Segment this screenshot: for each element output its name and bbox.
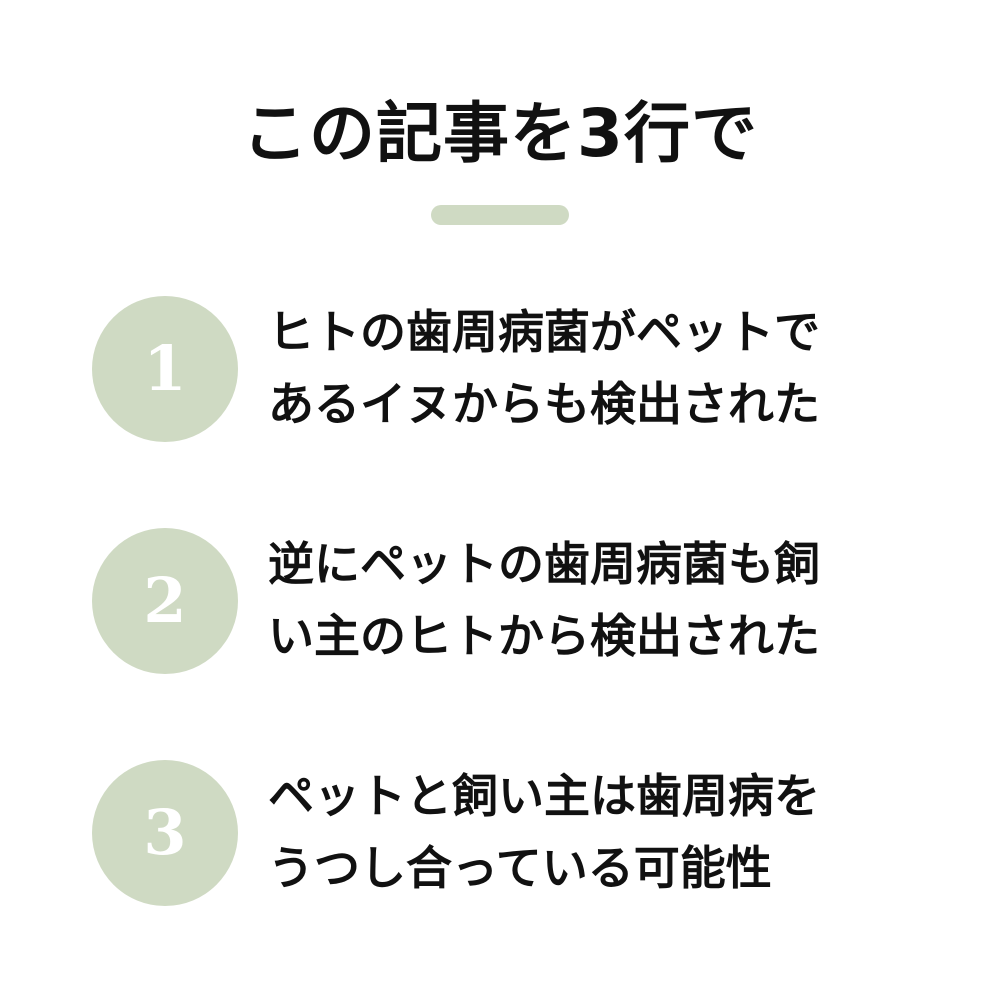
summary-text: 逆にペットの歯周病菌も飼 い主のヒトから検出された — [268, 528, 968, 672]
summary-line: ヒトの歯周病菌がペットで — [268, 305, 820, 359]
summary-item-3: 3 ペットと飼い主は歯周病を うつし合っている可能性 — [92, 760, 972, 906]
number-label: 1 — [143, 332, 187, 405]
summary-text: ヒトの歯周病菌がペットで あるイヌからも検出された — [268, 296, 968, 440]
summary-line: あるイヌからも検出された — [268, 377, 820, 431]
number-label: 2 — [143, 564, 187, 637]
number-badge: 3 — [92, 760, 238, 906]
number-label: 3 — [143, 796, 187, 869]
summary-line: い主のヒトから検出された — [268, 609, 820, 663]
number-badge: 2 — [92, 528, 238, 674]
page-title: この記事を3行で — [242, 95, 758, 172]
summary-item-1: 1 ヒトの歯周病菌がペットで あるイヌからも検出された — [92, 296, 972, 442]
title-underline — [431, 205, 569, 225]
summary-line: うつし合っている可能性 — [268, 841, 772, 895]
summary-item-2: 2 逆にペットの歯周病菌も飼 い主のヒトから検出された — [92, 528, 972, 674]
number-badge: 1 — [92, 296, 238, 442]
summary-line: 逆にペットの歯周病菌も飼 — [268, 537, 820, 591]
summary-line: ペットと飼い主は歯周病を — [268, 769, 820, 823]
summary-text: ペットと飼い主は歯周病を うつし合っている可能性 — [268, 760, 968, 904]
